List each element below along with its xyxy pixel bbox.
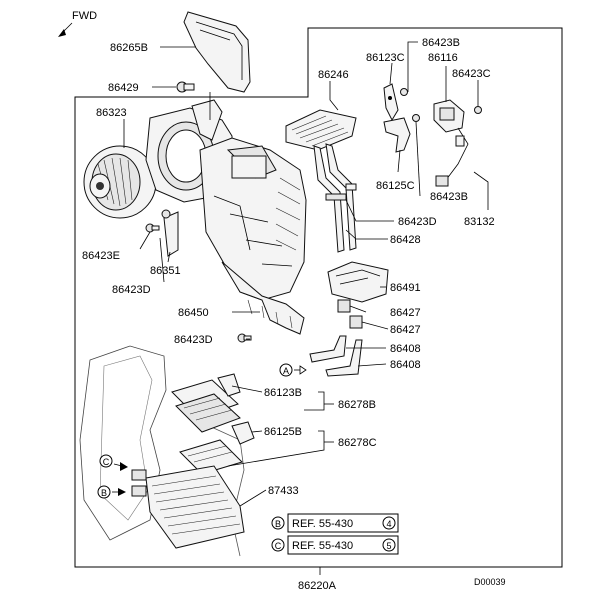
label-86450: 86450 — [178, 307, 209, 319]
label-86423d-b: 86423D — [112, 284, 151, 296]
hose-86408-a-part — [309, 335, 347, 363]
svg-text:4: 4 — [386, 519, 391, 529]
heater-unit-86450-part — [199, 137, 307, 335]
leader-lines — [123, 41, 489, 507]
clip-86427-a-part — [337, 299, 351, 313]
bracket-86351-part — [163, 211, 179, 257]
evaporator-87433-part — [131, 465, 245, 549]
label-86278b: 86278B — [338, 399, 376, 411]
filter-86278b-part — [171, 379, 241, 433]
label-86278c: 86278C — [338, 437, 377, 449]
lever-86123b-part — [217, 373, 241, 397]
screw-86423b-top-part — [400, 88, 408, 96]
label-86408-a: 86408 — [390, 343, 421, 355]
label-86408-b: 86408 — [390, 359, 421, 371]
svg-text:5: 5 — [386, 541, 391, 551]
marker-b: B — [97, 485, 126, 499]
callout-labels: 86265B 86429 86246 86423B 86123C 86116 8… — [82, 37, 506, 592]
assembly-frame — [74, 27, 563, 568]
svg-text:A: A — [283, 366, 289, 376]
label-86423d-c: 86423D — [174, 334, 213, 346]
label-86323: 86323 — [96, 107, 127, 119]
label-86429: 86429 — [108, 82, 139, 94]
fwd-arrow-icon — [58, 22, 73, 37]
screw-86423c-part — [474, 106, 482, 114]
label-86123c: 86123C — [366, 52, 405, 64]
label-86428: 86428 — [390, 234, 421, 246]
label-86427-b: 86427 — [390, 324, 421, 336]
label-86116: 86116 — [428, 52, 458, 64]
ref-box-b: B REF. 55-430 4 — [271, 513, 399, 533]
duct-86265b-part — [183, 11, 251, 93]
filter-86278c-part — [179, 439, 243, 475]
svg-text:C: C — [103, 457, 110, 467]
bracket-86491-part — [327, 261, 389, 303]
clip-86427-b-part — [349, 315, 363, 329]
label-86246: 86246 — [318, 69, 349, 81]
screw-86429-part — [176, 81, 195, 93]
label-86423d-a: 86423D — [398, 216, 437, 228]
svg-text:C: C — [275, 541, 282, 551]
screw-86423b-mid-part — [412, 114, 420, 122]
lever-86125b-part — [231, 421, 255, 445]
label-87433: 87433 — [268, 485, 299, 497]
diagram-code: D00039 — [474, 577, 506, 587]
svg-text:B: B — [101, 488, 107, 498]
marker-c: C — [99, 454, 128, 471]
label-86423b-mid: 86423B — [430, 191, 468, 203]
label-86351: 86351 — [150, 265, 181, 277]
label-86265b: 86265B — [110, 42, 148, 54]
label-86423b-top: 86423B — [422, 37, 460, 49]
label-86423c: 86423C — [452, 68, 491, 80]
label-86427-a: 86427 — [390, 307, 421, 319]
marker-a: A — [279, 363, 307, 377]
lever-86123c-part — [383, 83, 399, 122]
label-86125c: 86125C — [376, 180, 415, 192]
svg-text:REF. 55-430: REF. 55-430 — [292, 540, 353, 552]
blower-motor-86323-part — [83, 145, 157, 219]
clamp-86428-part — [325, 183, 357, 201]
svg-text:B: B — [275, 519, 281, 529]
hose-86408-b-part — [325, 339, 363, 377]
heater-core-86246-part — [285, 109, 357, 253]
label-86220a: 86220A — [298, 580, 337, 592]
actuator-86116-part — [433, 99, 465, 133]
screw-86423d-bottom-part — [237, 333, 252, 343]
harness-83132-part — [435, 127, 469, 187]
label-86123b: 86123B — [264, 387, 302, 399]
screw-86423e-part — [145, 223, 160, 233]
fwd-label: FWD — [72, 10, 97, 22]
screw-86423d-left-part — [161, 209, 171, 219]
label-86125b: 86125B — [264, 426, 302, 438]
label-83132: 83132 — [464, 216, 495, 228]
svg-text:REF. 55-430: REF. 55-430 — [292, 518, 353, 530]
lever-86125c-part — [383, 117, 411, 153]
label-86423e: 86423E — [82, 250, 120, 262]
label-86491: 86491 — [390, 282, 421, 294]
ref-box-c: C REF. 55-430 5 — [271, 535, 399, 555]
